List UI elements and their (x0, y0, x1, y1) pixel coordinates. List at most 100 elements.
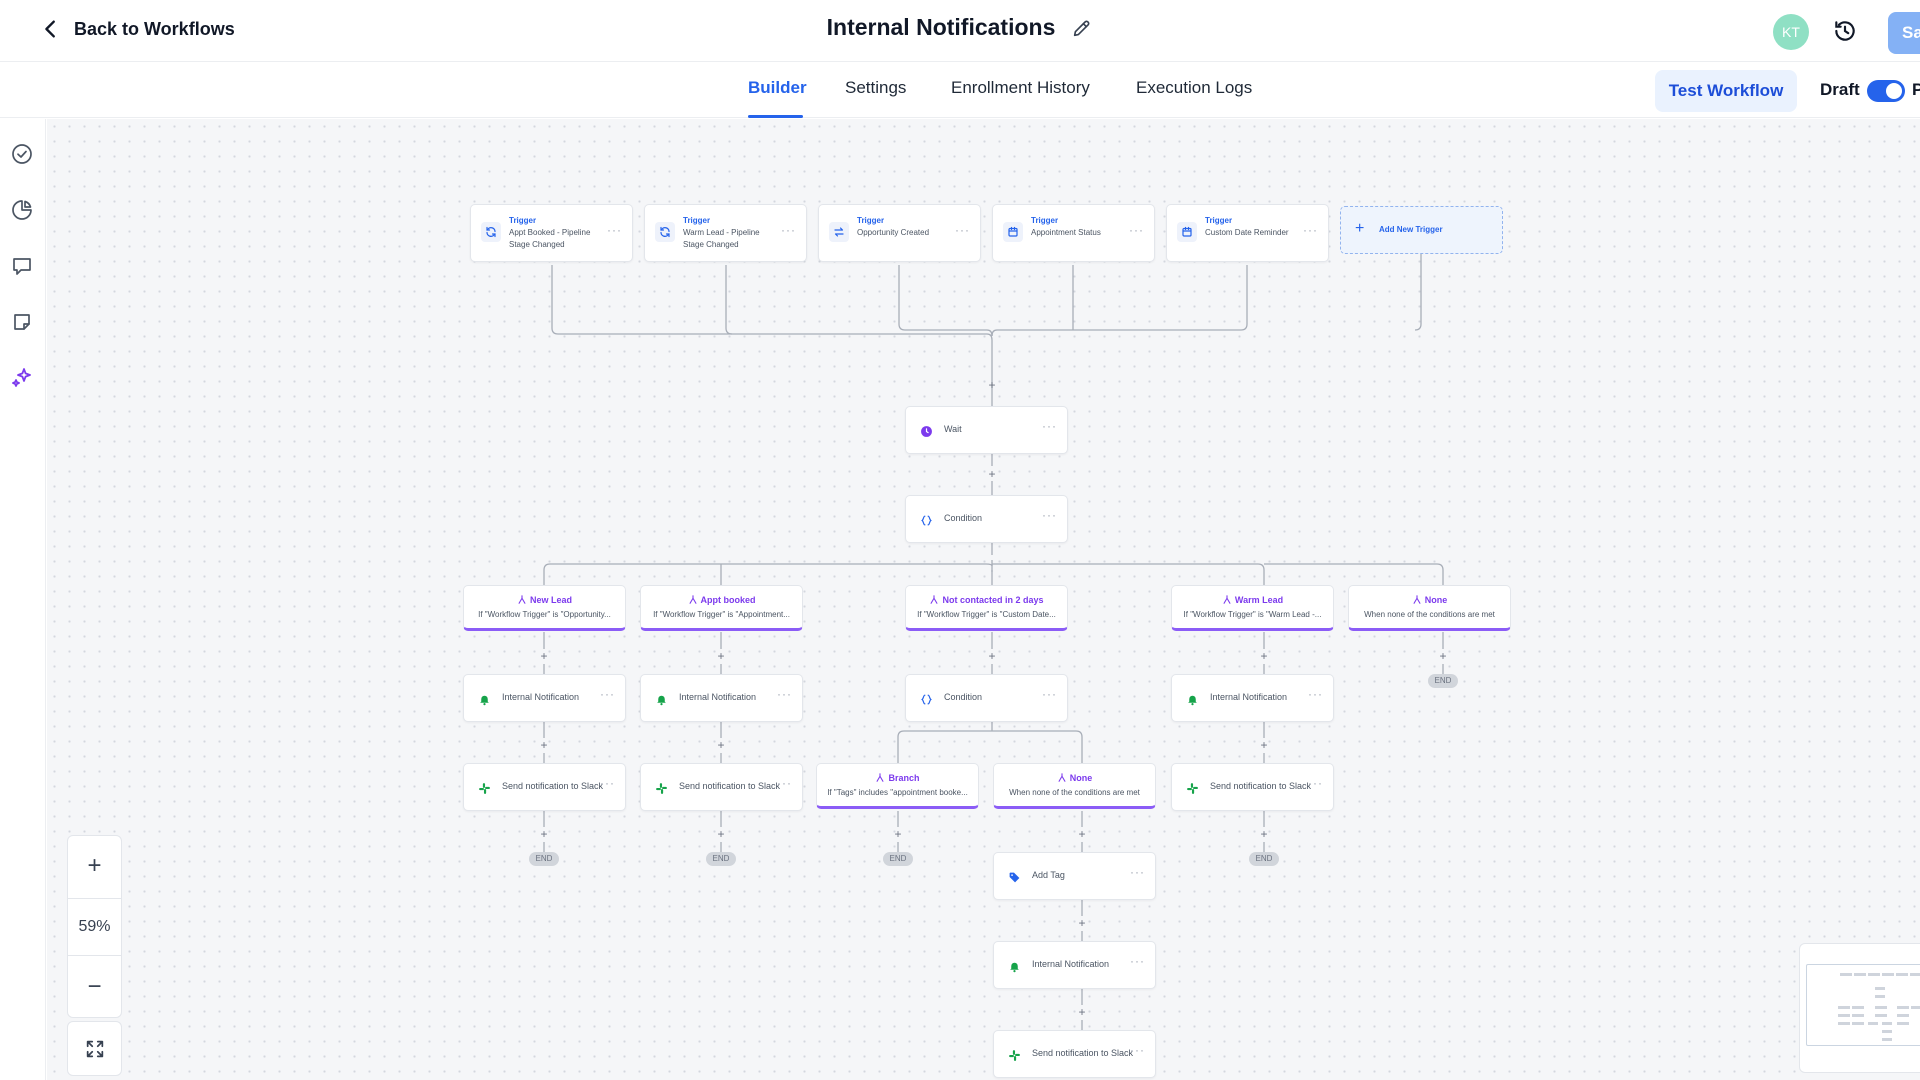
more-options-icon[interactable]: ··· (1130, 865, 1145, 879)
branch-name-text: Warm Lead (1234, 595, 1284, 605)
add-step-button[interactable]: + (988, 467, 996, 481)
add-new-trigger-button[interactable]: + Add New Trigger (1340, 206, 1503, 254)
trigger-card-appointment-status[interactable]: Trigger Appointment Status ··· (992, 204, 1155, 262)
add-step-button[interactable]: + (540, 827, 548, 841)
condition-card[interactable]: Condition ··· (905, 674, 1068, 722)
pencil-icon[interactable] (1071, 17, 1093, 39)
zoom-out-button[interactable]: − (87, 973, 102, 1000)
minimap-viewport[interactable] (1806, 964, 1920, 1046)
user-avatar[interactable]: KT (1773, 14, 1809, 50)
trigger-description: Warm Lead - Pipeline Stage Changed (683, 228, 760, 249)
trigger-card-warm-lead[interactable]: Trigger Warm Lead - Pipeline Stage Chang… (644, 204, 807, 262)
branch-description: If "Workflow Trigger" is "Opportunity... (478, 610, 611, 619)
add-step-button[interactable]: + (1078, 827, 1086, 841)
internal-notification-card[interactable]: Internal Notification ··· (993, 941, 1156, 989)
add-step-button[interactable]: + (540, 649, 548, 663)
tab-enrollment-history[interactable]: Enrollment History (951, 78, 1090, 97)
connector-lines (543, 253, 1444, 1030)
branch-description: If "Workflow Trigger" is "Appointment... (653, 610, 790, 619)
add-step-button[interactable]: + (717, 827, 725, 841)
branch-card-new-lead[interactable]: New Lead If "Workflow Trigger" is "Oppor… (463, 585, 626, 631)
publish-toggle[interactable] (1867, 80, 1905, 102)
refresh-icon (655, 222, 675, 242)
chat-icon[interactable] (10, 254, 34, 278)
slack-notification-card[interactable]: Send notification to Slack ··· (993, 1030, 1156, 1078)
add-step-button[interactable]: + (1260, 827, 1268, 841)
expand-icon (86, 1040, 103, 1057)
trigger-card-custom-date-reminder[interactable]: Trigger Custom Date Reminder ··· (1166, 204, 1329, 262)
action-label: Condition (944, 513, 983, 523)
more-options-icon[interactable]: ··· (1303, 223, 1318, 237)
trigger-card-opportunity-created[interactable]: Trigger Opportunity Created ··· (818, 204, 981, 262)
trigger-card-appt-booked[interactable]: Trigger Appt Booked - Pipeline Stage Cha… (470, 204, 633, 262)
add-step-button[interactable]: + (1078, 1005, 1086, 1019)
add-tag-card[interactable]: Add Tag ··· (993, 852, 1156, 900)
check-circle-icon[interactable] (10, 142, 34, 166)
more-options-icon[interactable]: ··· (1129, 223, 1144, 237)
sub-branch-card-branch[interactable]: Branch If "Tags" includes "appointment b… (816, 763, 979, 809)
more-options-icon[interactable]: ··· (607, 223, 622, 237)
slack-notification-card[interactable]: Send notification to Slack ··· (463, 763, 626, 811)
test-workflow-button[interactable]: Test Workflow (1655, 70, 1797, 112)
more-options-icon[interactable]: ··· (781, 223, 796, 237)
slack-notification-card[interactable]: Send notification to Slack ··· (1171, 763, 1334, 811)
wait-action-card[interactable]: Wait ··· (905, 406, 1068, 454)
tab-execution-logs[interactable]: Execution Logs (1136, 78, 1253, 97)
branch-card-appt-booked[interactable]: Appt booked If "Workflow Trigger" is "Ap… (640, 585, 803, 631)
add-step-button[interactable]: + (988, 649, 996, 663)
branch-name: None (994, 772, 1155, 783)
add-step-button[interactable]: + (988, 378, 996, 392)
save-button[interactable]: Sa (1888, 12, 1920, 54)
fit-to-screen-button[interactable] (67, 1021, 122, 1076)
zoom-in-button[interactable]: + (87, 852, 102, 879)
action-label: Send notification to Slack (1210, 781, 1312, 791)
more-options-icon[interactable]: ··· (1042, 419, 1057, 433)
bell-icon (651, 689, 671, 709)
note-icon[interactable] (10, 310, 34, 334)
tab-builder[interactable]: Builder (748, 78, 807, 97)
more-options-icon[interactable]: ··· (1308, 776, 1323, 790)
add-step-button[interactable]: + (717, 649, 725, 663)
action-label: Internal Notification (1210, 692, 1288, 702)
end-marker: END (1428, 674, 1458, 688)
workflow-canvas[interactable]: Trigger Appt Booked - Pipeline Stage Cha… (47, 119, 1920, 1080)
history-icon[interactable] (1832, 18, 1858, 44)
more-options-icon[interactable]: ··· (1130, 1043, 1145, 1057)
add-step-button[interactable]: + (540, 738, 548, 752)
more-options-icon[interactable]: ··· (1308, 687, 1323, 701)
internal-notification-card[interactable]: Internal Notification ··· (1171, 674, 1334, 722)
add-step-button[interactable]: + (1439, 649, 1447, 663)
more-options-icon[interactable]: ··· (1130, 954, 1145, 968)
more-options-icon[interactable]: ··· (777, 687, 792, 701)
more-options-icon[interactable]: ··· (955, 223, 970, 237)
more-options-icon[interactable]: ··· (1042, 687, 1057, 701)
tab-settings[interactable]: Settings (845, 78, 907, 97)
trigger-kind: Trigger (509, 216, 537, 225)
branch-card-not-contacted[interactable]: Not contacted in 2 days If "Workflow Tri… (905, 585, 1068, 631)
branch-name: None (1349, 594, 1510, 605)
more-options-icon[interactable]: ··· (600, 687, 615, 701)
more-options-icon[interactable]: ··· (600, 776, 615, 790)
more-options-icon[interactable]: ··· (777, 776, 792, 790)
internal-notification-card[interactable]: Internal Notification ··· (640, 674, 803, 722)
more-options-icon[interactable]: ··· (1042, 508, 1057, 522)
action-label: Send notification to Slack (679, 781, 781, 791)
pie-chart-icon[interactable] (10, 198, 34, 222)
condition-card[interactable]: Condition ··· (905, 495, 1068, 543)
branch-description: When none of the conditions are met (1009, 788, 1140, 797)
branch-name: Not contacted in 2 days (906, 594, 1067, 605)
branch-card-none[interactable]: None When none of the conditions are met (1348, 585, 1511, 631)
internal-notification-card[interactable]: Internal Notification ··· (463, 674, 626, 722)
add-step-button[interactable]: + (1260, 738, 1268, 752)
add-step-button[interactable]: + (894, 827, 902, 841)
minimap[interactable] (1799, 943, 1920, 1073)
add-step-button[interactable]: + (1078, 916, 1086, 930)
zoom-controls: + 59% − (67, 835, 122, 1018)
back-to-workflows-link[interactable]: Back to Workflows (40, 18, 235, 40)
slack-notification-card[interactable]: Send notification to Slack ··· (640, 763, 803, 811)
sparkle-icon[interactable] (10, 366, 34, 390)
sub-branch-card-none[interactable]: None When none of the conditions are met (993, 763, 1156, 809)
branch-card-warm-lead[interactable]: Warm Lead If "Workflow Trigger" is "Warm… (1171, 585, 1334, 631)
add-step-button[interactable]: + (717, 738, 725, 752)
add-step-button[interactable]: + (1260, 649, 1268, 663)
